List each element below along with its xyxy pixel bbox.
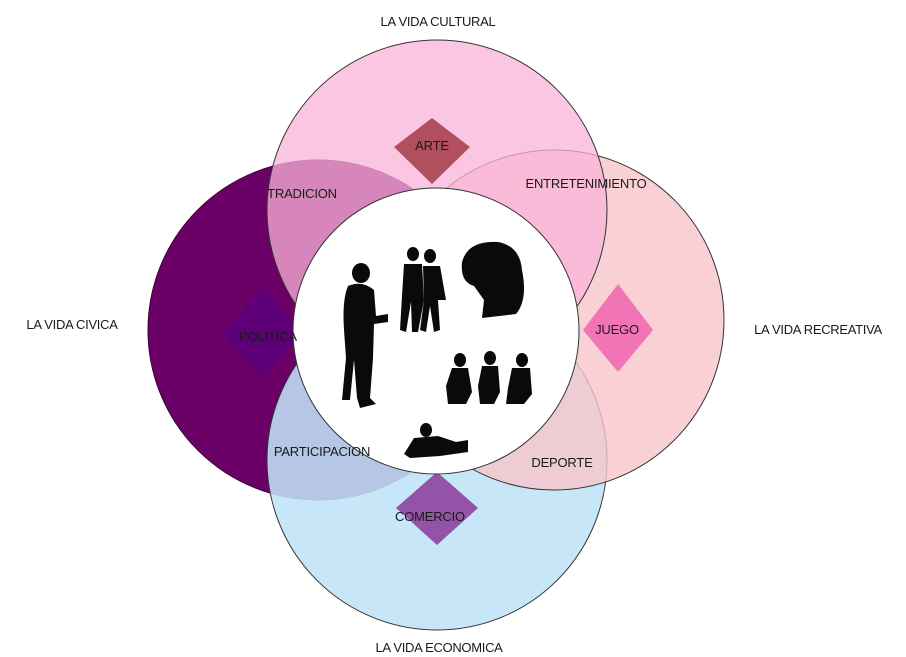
label-entretenimiento: ENTRETENIMIENTO — [526, 176, 647, 191]
diamond-juego — [583, 284, 653, 372]
label-deporte: DEPORTE — [531, 455, 593, 470]
label-comercio: COMERCIO — [395, 509, 465, 524]
diamond-arte — [394, 118, 470, 184]
label-tradicion: TRADICION — [267, 186, 337, 201]
label-participacion: PARTICIPACION — [274, 444, 370, 459]
label-vida-civica: LA VIDA CIVICA — [26, 317, 118, 332]
people-silhouettes — [342, 241, 532, 458]
label-vida-recreativa: LA VIDA RECREATIVA — [754, 322, 882, 337]
diamond-comercio — [396, 472, 478, 545]
label-juego: JUEGO — [595, 322, 639, 337]
label-arte: ARTE — [415, 138, 449, 153]
diamond-politica — [222, 287, 303, 378]
label-vida-economica: LA VIDA ECONOMICA — [375, 640, 503, 655]
label-vida-cultural: LA VIDA CULTURAL — [381, 14, 496, 29]
label-politica: POLITICA — [239, 329, 297, 344]
